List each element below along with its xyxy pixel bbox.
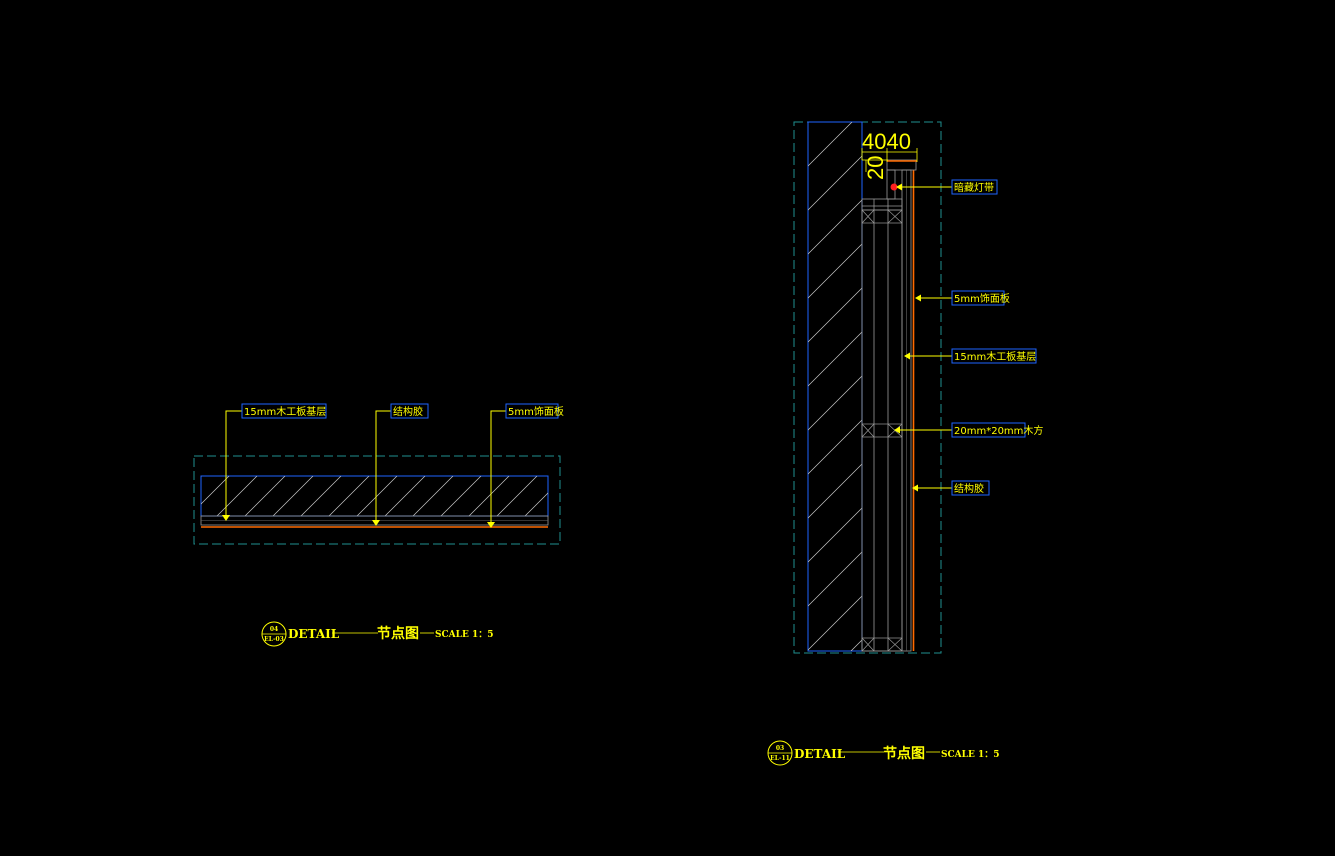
dimension-side-text: 20 xyxy=(863,156,888,180)
hatch-line xyxy=(328,476,370,516)
right-detail-section: 4040 20 暗藏灯带 5mm饰面板 15mm木工板基层 xyxy=(767,121,1335,766)
hatch-line xyxy=(300,476,342,516)
right-title-block: 03 EL-11 DETAIL 节点图 SCALE 1：5 xyxy=(767,740,1000,766)
left-label-1: 15mm木工板基层 xyxy=(241,403,327,419)
hatch-line xyxy=(808,507,862,563)
right-label-5-text: 结构胶 xyxy=(954,482,984,495)
left-label-3-text: 5mm饰面板 xyxy=(508,405,564,418)
hatch-line xyxy=(808,155,862,211)
hatch-line xyxy=(412,476,454,516)
hatch-line xyxy=(356,476,398,516)
hatch-line xyxy=(1159,122,1335,651)
hatch-line xyxy=(808,463,862,519)
left-title-name: 节点图 xyxy=(377,625,419,642)
right-label-2: 5mm饰面板 xyxy=(951,290,1010,306)
hatch-line xyxy=(468,476,510,516)
right-wall-hatch xyxy=(808,122,1335,651)
hatch-line xyxy=(808,595,862,651)
right-title-detail: DETAIL xyxy=(794,747,846,761)
left-label-2-text: 结构胶 xyxy=(393,405,423,418)
hatch-line xyxy=(440,476,482,516)
left-label-3: 5mm饰面板 xyxy=(505,403,564,419)
hatch-line xyxy=(939,122,1335,651)
hatch-line xyxy=(1203,122,1335,651)
left-title-scale: SCALE 1：5 xyxy=(435,630,494,640)
hatch-line xyxy=(808,287,862,343)
hatch-line xyxy=(272,476,314,516)
hatch-line xyxy=(201,476,230,505)
hatch-line xyxy=(808,122,809,123)
left-title-circle-bottom: EL-03 xyxy=(264,636,284,643)
right-label-4-text: 20mm*20mm木方 xyxy=(954,424,1043,437)
left-wall-outline xyxy=(200,475,549,517)
right-batten-assembly xyxy=(861,198,903,652)
right-label-3: 15mm木工板基层 xyxy=(951,348,1037,364)
right-label-2-text: 5mm饰面板 xyxy=(954,292,1010,305)
left-wall-hatch xyxy=(201,476,621,516)
hatch-line xyxy=(1115,122,1335,651)
hatch-line xyxy=(1071,122,1335,651)
hatch-line xyxy=(808,419,862,475)
hatch-line xyxy=(496,476,538,516)
right-label-1-text: 暗藏灯带 xyxy=(954,181,994,194)
right-wall-outline xyxy=(807,121,863,652)
right-detail-frame xyxy=(793,121,942,654)
hatch-line xyxy=(1027,122,1335,651)
right-light-cove xyxy=(886,159,917,200)
left-detail-frame xyxy=(193,455,561,545)
hatch-line xyxy=(581,476,621,516)
left-label-1-text: 15mm木工板基层 xyxy=(244,405,326,418)
hatch-line xyxy=(244,476,286,516)
right-leader-arrows xyxy=(894,183,921,492)
right-title-circle-bottom: EL-11 xyxy=(770,755,790,762)
hatch-line xyxy=(524,492,548,516)
right-board-layers xyxy=(901,169,912,652)
right-title-scale: SCALE 1：5 xyxy=(941,750,1000,760)
left-label-2: 结构胶 xyxy=(390,403,429,419)
left-title-circle-top: 04 xyxy=(270,626,278,633)
hatch-line xyxy=(1291,122,1335,651)
hidden-light-strip-icon xyxy=(890,183,898,191)
left-title-detail: DETAIL xyxy=(288,627,340,641)
right-title-circle-top: 03 xyxy=(776,745,784,752)
left-leaders xyxy=(225,410,506,524)
hatch-line xyxy=(850,639,862,651)
right-label-4: 20mm*20mm木方 xyxy=(951,422,1043,438)
hatch-line xyxy=(808,122,853,167)
hatch-line xyxy=(808,243,862,299)
hatch-line xyxy=(201,476,202,477)
hatch-line xyxy=(808,199,862,255)
left-title-block: 04 EL-03 DETAIL 节点图 SCALE 1：5 xyxy=(261,621,494,647)
right-leaders xyxy=(896,186,952,489)
right-dimensions xyxy=(861,148,918,172)
right-label-5: 结构胶 xyxy=(951,480,990,496)
hatch-line xyxy=(895,122,1335,651)
left-leader-arrows xyxy=(222,515,495,528)
hatch-line xyxy=(216,476,258,516)
hatch-line xyxy=(384,476,426,516)
right-title-name: 节点图 xyxy=(883,745,925,762)
hatch-line xyxy=(1247,122,1335,651)
hatch-line xyxy=(808,375,862,431)
right-label-3-text: 15mm木工板基层 xyxy=(954,350,1036,363)
dimension-top-text: 4040 xyxy=(862,129,911,154)
left-detail-section: 15mm木工板基层 结构胶 5mm饰面板 04 EL-03 DETAIL 节点图… xyxy=(193,403,621,647)
hatch-line xyxy=(553,476,593,516)
hatch-line xyxy=(808,551,862,607)
hatch-line xyxy=(983,122,1335,651)
right-label-1: 暗藏灯带 xyxy=(951,179,998,195)
